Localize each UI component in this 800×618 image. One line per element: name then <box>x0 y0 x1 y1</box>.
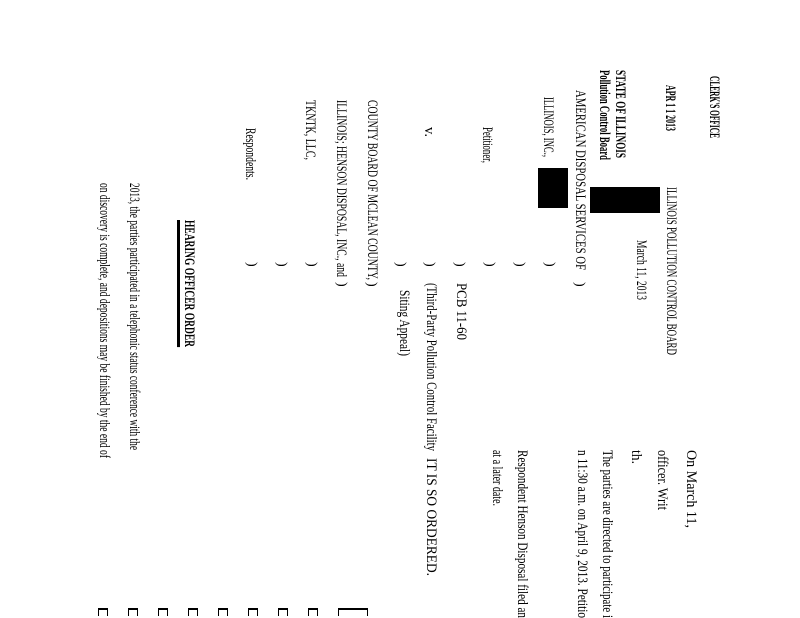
order-title: HEARING OFFICER ORDER <box>177 220 197 347</box>
order-body-line1: 2013, the parties participated in a tele… <box>126 183 142 450</box>
cutoff-fragment <box>98 608 108 616</box>
respondent-name-line3: TKNTK, LLC, <box>302 100 318 160</box>
redaction-bar <box>590 187 660 213</box>
order-body-line2: on discovery is complete, and deposition… <box>96 183 112 458</box>
overlay-line7: at a later date. <box>489 450 505 506</box>
caption-paren: ) <box>274 262 289 267</box>
cutoff-fragment <box>338 608 368 616</box>
court-name: ILLINOIS POLLUTION CONTROL BOARD <box>663 187 679 355</box>
caption-paren: ) <box>244 262 259 267</box>
overlay-line5: n 11:30 a.m. on April 9, 2013. Petitio <box>574 450 590 618</box>
caption-paren: ) <box>452 262 467 267</box>
caption-paren: ) <box>304 262 319 267</box>
respondent-role: Respondents. <box>242 128 258 180</box>
caption-paren: ) <box>512 262 527 267</box>
overlay-line2: officer. Writ <box>654 450 670 510</box>
respondent-name-line1: COUNTY BOARD OF MCLEAN COUNTY, <box>364 100 380 280</box>
versus: v. <box>421 127 437 137</box>
stamp-state: STATE OF ILLINOIS <box>612 70 628 158</box>
cutoff-fragment <box>308 608 318 616</box>
received-date-stamp: APR 1 1 2013 <box>662 85 678 131</box>
caption-paren: ) <box>482 262 497 267</box>
caption-paren: ) <box>542 262 557 267</box>
cutoff-fragment <box>188 608 198 616</box>
order-date: March 11, 2013 <box>633 240 649 300</box>
caption-paren: ) <box>364 282 379 287</box>
respondent-name-line2: ILLINOIS; HENSON DISPOSAL, INC., and <box>333 100 349 277</box>
overlay-line6: Respondent Henson Disposal filed an <box>514 450 530 618</box>
petitioner-name-line2: ILLINOIS, INC., <box>540 97 556 157</box>
caption-paren: ) <box>334 282 349 287</box>
petitioner-name-line1: AMERICAN DISPOSAL SERVICES OF <box>572 90 588 270</box>
overlay-line3: th. <box>628 450 644 464</box>
petitioner-role: Petitioner, <box>479 127 495 163</box>
cutoff-fragment <box>248 608 258 616</box>
so-ordered: IT IS SO ORDERED. <box>423 458 439 576</box>
case-type-line1: (Third-Party Pollution Control Facility <box>423 283 439 451</box>
case-type-line2: Siting Appeal) <box>396 290 412 356</box>
cutoff-fragment <box>158 608 168 616</box>
cutoff-fragment <box>218 608 228 616</box>
caption-paren: ) <box>572 282 587 287</box>
cutoff-fragment <box>128 608 138 616</box>
case-number: PCB 11-60 <box>453 283 469 340</box>
stamp-board: Pollution Control Board <box>596 70 612 160</box>
redaction-box <box>538 168 568 208</box>
clerks-office-stamp: CLERK'S OFFICE <box>706 76 722 138</box>
overlay-line4: The parties are directed to participate … <box>599 450 615 618</box>
cutoff-fragment <box>278 608 288 616</box>
overlay-line1: On March 11, <box>683 450 699 528</box>
caption-paren: ) <box>393 262 408 267</box>
caption-paren: ) <box>422 262 437 267</box>
